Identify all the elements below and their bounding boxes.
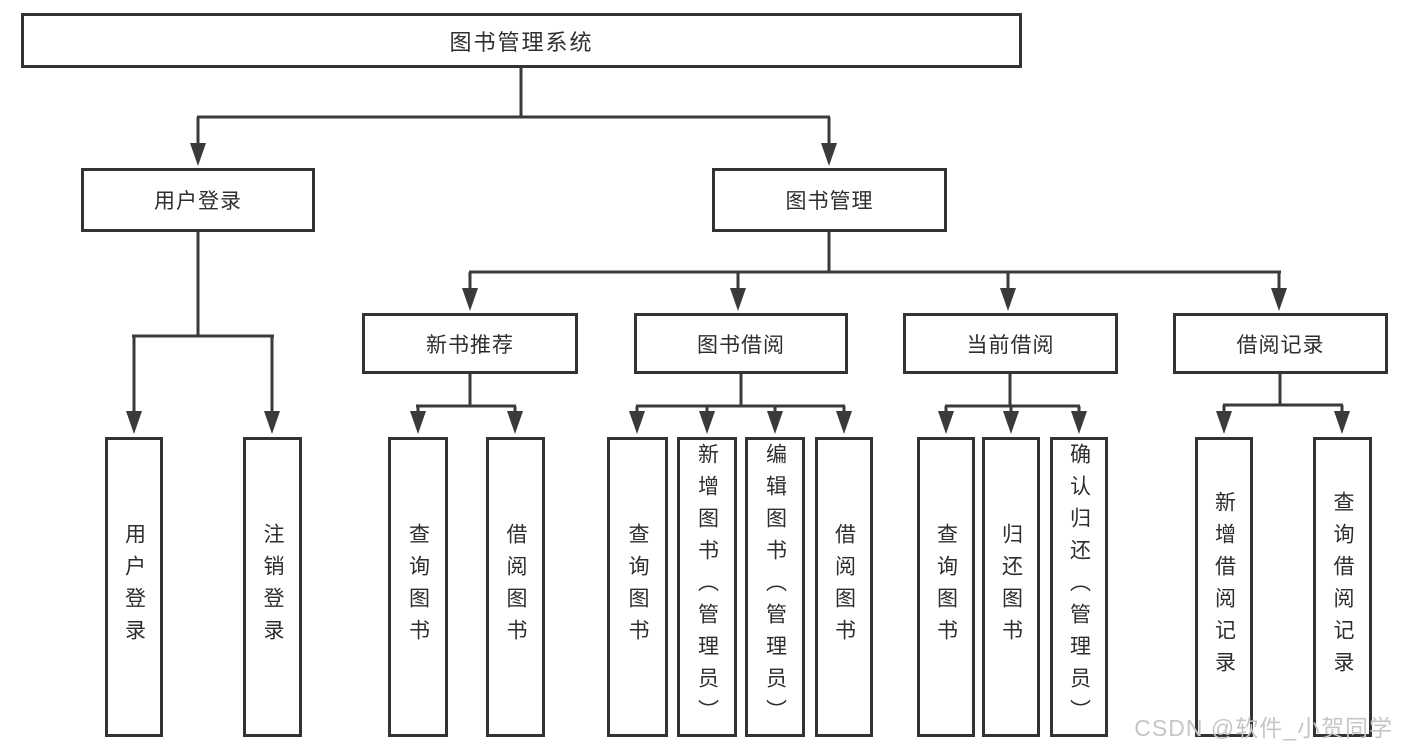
branch-new-book-recommend (410, 373, 523, 434)
node-new-book-recommend: 新书推荐 (362, 313, 578, 374)
leaf-query-books-current: 查询图书 (917, 437, 975, 737)
branch-book-management (462, 231, 1287, 311)
leaf-add-borrow-record: 新增借阅记录 (1195, 437, 1253, 737)
arrowhead-icon (767, 411, 783, 434)
leaf-user-login: 用户登录 (105, 437, 163, 737)
leaf-edit-books-admin: 编辑图书（管理员） (745, 437, 805, 737)
node-label: 新书推荐 (426, 333, 514, 357)
arrowhead-icon (821, 143, 837, 166)
leaf-query-borrow-record: 查询借阅记录 (1313, 437, 1372, 737)
node-label: 图书借阅 (697, 333, 785, 357)
node-library-management-system: 图书管理系统 (21, 13, 1022, 68)
arrowhead-icon (1000, 288, 1016, 311)
arrowhead-icon (410, 411, 426, 434)
leaf-label: 查询借阅记录 (1331, 491, 1354, 683)
leaf-add-books-admin: 新增图书（管理员） (677, 437, 737, 737)
arrowhead-icon (1071, 411, 1087, 434)
leaf-label: 查询图书 (626, 523, 649, 651)
arrowhead-icon (629, 411, 645, 434)
leaf-label: 新增图书（管理员） (695, 443, 719, 731)
leaf-label: 确认归还（管理员） (1067, 443, 1091, 731)
arrowhead-icon (190, 143, 206, 166)
arrowhead-icon (507, 411, 523, 434)
leaf-logout: 注销登录 (243, 437, 302, 737)
csdn-watermark: CSDN @软件_小贺同学 (1134, 715, 1393, 741)
leaf-borrow-books-recommend: 借阅图书 (486, 437, 545, 737)
leaf-confirm-return-admin: 确认归还（管理员） (1050, 437, 1108, 737)
arrowhead-icon (1003, 411, 1019, 434)
node-label: 用户登录 (154, 190, 242, 213)
branch-book-borrow (629, 373, 852, 434)
leaf-label: 新增借阅记录 (1212, 491, 1236, 683)
node-label: 图书管理系统 (449, 29, 594, 55)
node-current-borrow: 当前借阅 (903, 313, 1118, 374)
leaf-borrow-books: 借阅图书 (815, 437, 873, 737)
leaf-query-books-recommend: 查询图书 (388, 437, 448, 737)
node-book-management: 图书管理 (712, 168, 947, 232)
node-borrow-records: 借阅记录 (1173, 313, 1388, 374)
node-book-borrow: 图书借阅 (634, 313, 848, 374)
arrowhead-icon (1271, 288, 1287, 311)
branch-current-borrow (938, 373, 1087, 434)
node-user-login: 用户登录 (81, 168, 315, 232)
arrowhead-icon (836, 411, 852, 434)
arrowhead-icon (462, 288, 478, 311)
node-label: 当前借阅 (966, 333, 1055, 357)
leaf-label: 查询图书 (406, 523, 430, 651)
leaf-return-books: 归还图书 (982, 437, 1040, 737)
leaf-label: 编辑图书（管理员） (763, 443, 787, 731)
node-label: 借阅记录 (1236, 333, 1325, 357)
arrowhead-icon (126, 411, 142, 434)
leaf-label: 归还图书 (999, 523, 1023, 651)
leaf-label: 查询图书 (934, 523, 958, 651)
leaf-label: 借阅图书 (504, 523, 527, 651)
leaf-query-books-borrow: 查询图书 (607, 437, 668, 737)
node-label: 图书管理 (785, 190, 874, 213)
leaf-label: 借阅图书 (832, 523, 856, 651)
arrowhead-icon (938, 411, 954, 434)
branch-root (190, 67, 837, 166)
branch-user-login (126, 231, 280, 434)
arrowhead-icon (699, 411, 715, 434)
branch-borrow-records (1216, 373, 1350, 434)
arrowhead-icon (1334, 411, 1350, 434)
leaf-label: 注销登录 (261, 523, 284, 651)
arrowhead-icon (264, 411, 280, 434)
arrowhead-icon (730, 288, 746, 311)
leaf-label: 用户登录 (122, 523, 146, 651)
arrowhead-icon (1216, 411, 1232, 434)
